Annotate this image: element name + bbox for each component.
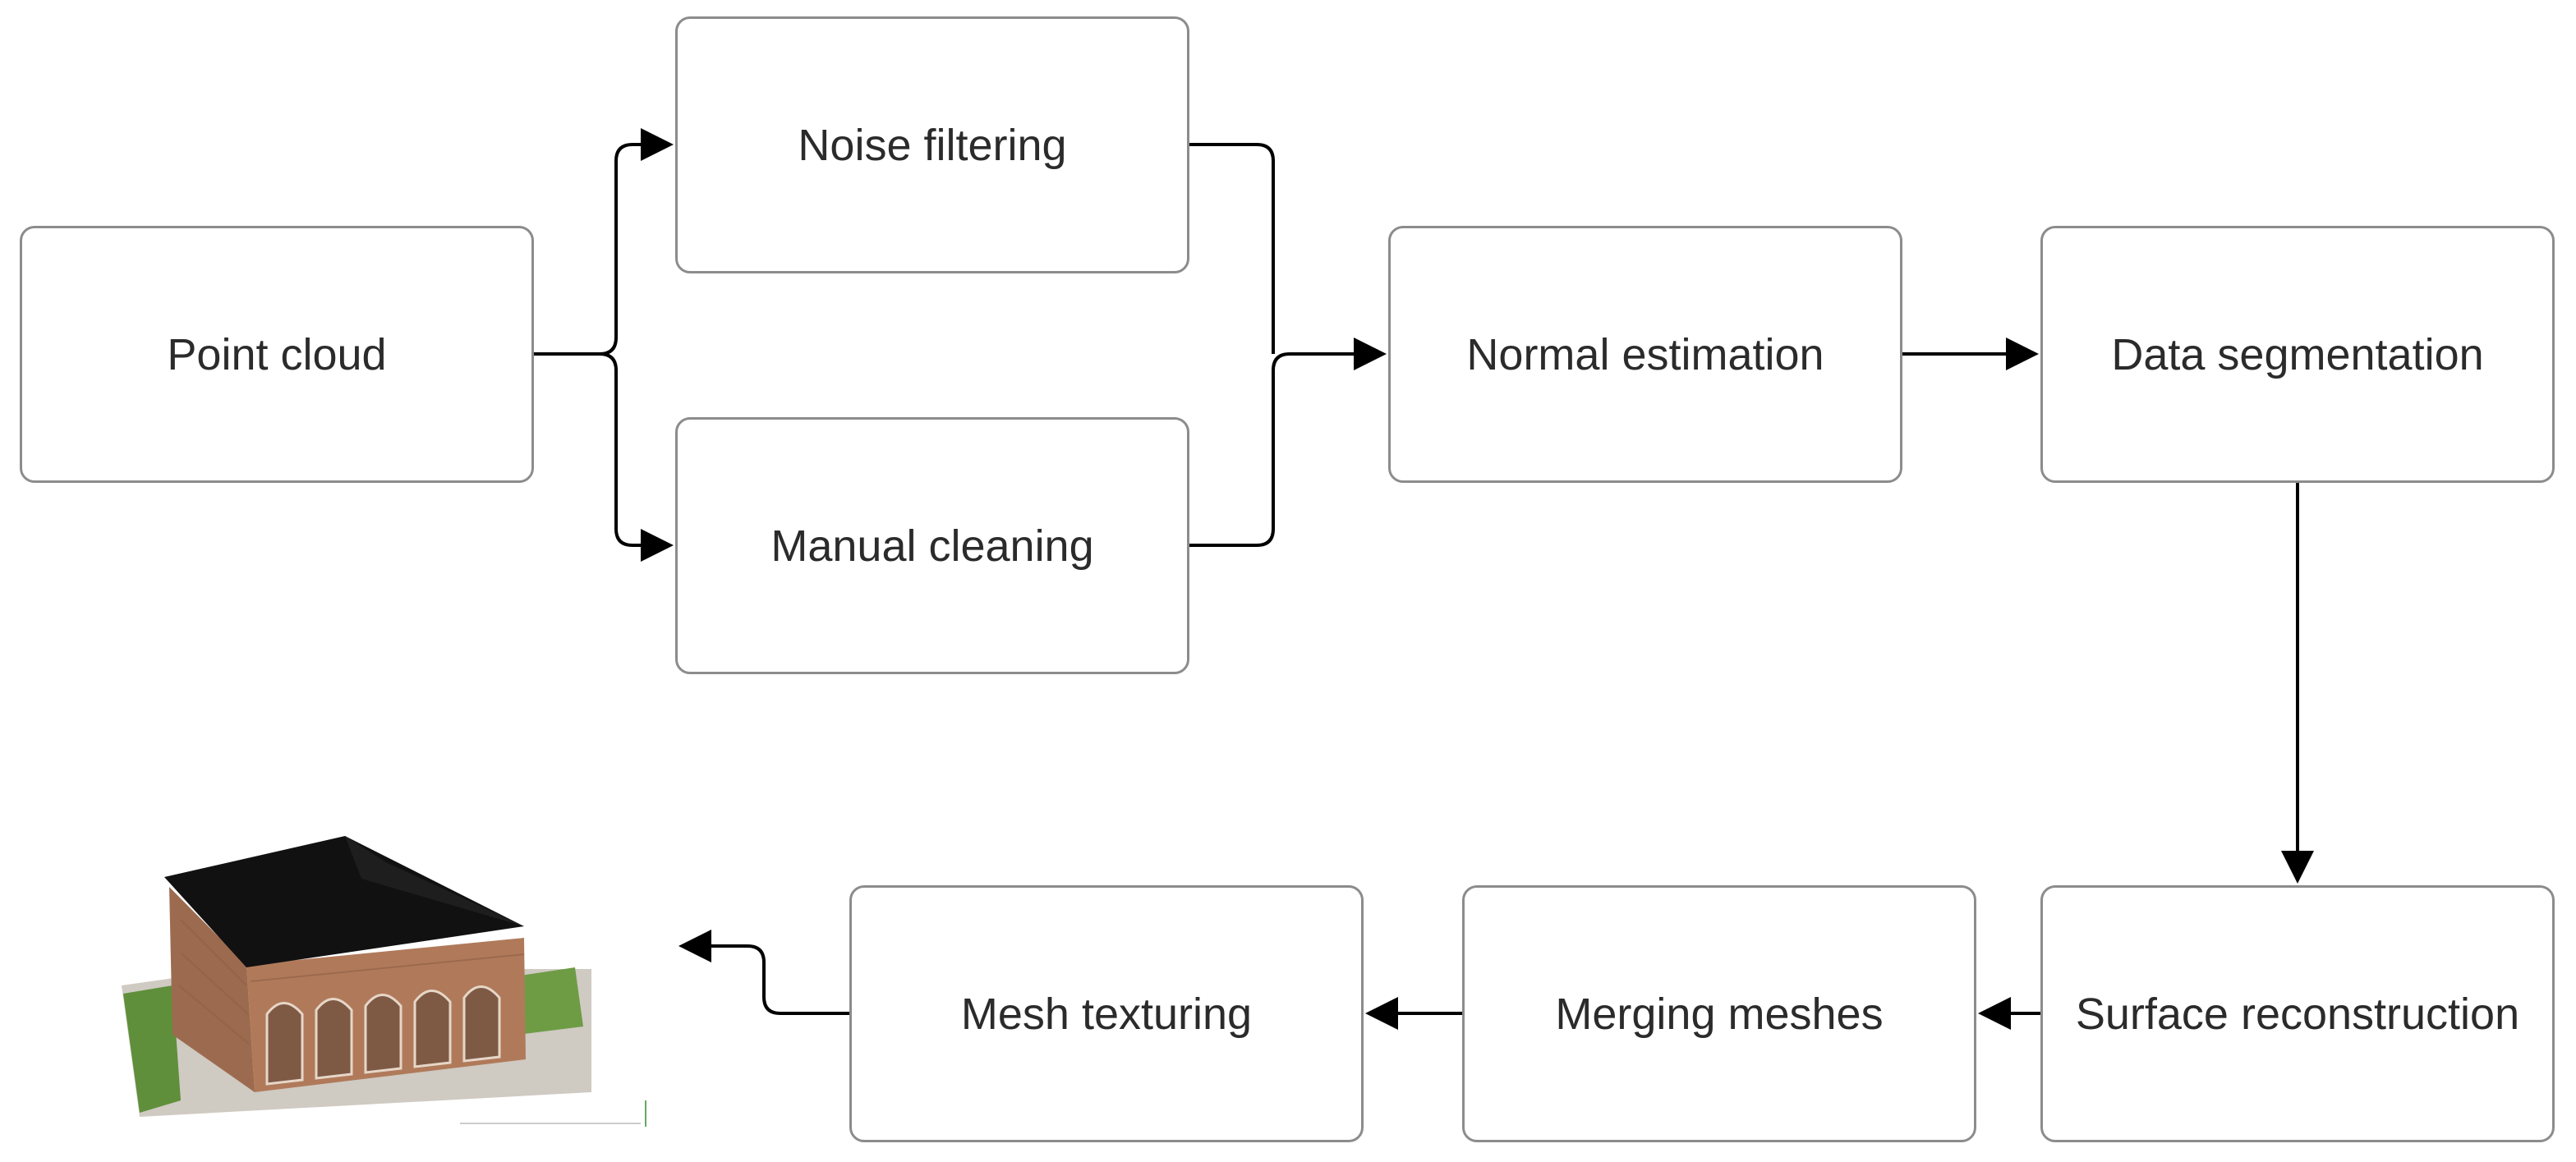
node-label: Point cloud [167,329,387,379]
edge-noise-filtering-to-normal-estimation [1189,143,1275,354]
node-label: Normal estimation [1466,329,1824,379]
grass-right [509,967,583,1035]
node-label: Noise filtering [798,120,1067,170]
node-label: Manual cleaning [770,521,1094,571]
node-manual-cleaning: Manual cleaning [675,417,1189,674]
node-label: Surface reconstruction [2075,989,2520,1039]
building-side-wall [169,887,255,1092]
roof-ridge [345,836,524,926]
node-point-cloud: Point cloud [20,226,534,483]
node-label: Mesh texturing [960,989,1253,1039]
textured-building-model [122,836,646,1127]
node-surface-reconstruction: Surface reconstruction [2040,885,2555,1142]
node-mesh-texturing: Mesh texturing [849,885,1364,1142]
node-label: Merging meshes [1555,989,1884,1039]
node-label: Data segmentation [2111,329,2484,379]
edge-point-cloud-to-noise-filtering [534,128,674,356]
node-normal-estimation: Normal estimation [1388,226,1902,483]
node-merging-meshes: Merging meshes [1462,885,1976,1142]
node-noise-filtering: Noise filtering [675,16,1189,273]
grass-left [123,985,181,1113]
node-data-segmentation: Data segmentation [2040,226,2555,483]
edge-point-cloud-to-manual-cleaning [599,352,674,562]
edge-manual-cleaning-to-normal-estimation [1189,338,1387,547]
brick-texture [178,919,525,1045]
edge-mesh-texturing-to-result [678,930,849,1015]
roof [164,836,524,967]
arcade [265,985,501,1086]
